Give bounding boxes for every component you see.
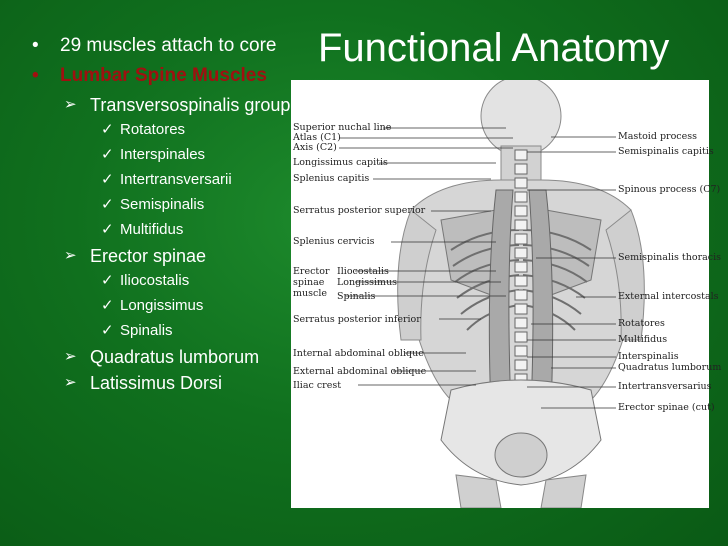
check-icon: ✓ — [101, 171, 114, 188]
label-mastoid-process: Mastoid process — [618, 131, 697, 142]
anatomy-figure: Superior nuchal line Atlas (C1) Axis (C2… — [291, 80, 721, 508]
subbullet-text: Latissimus Dorsi — [90, 373, 223, 393]
label-internal-abdominal-oblique: Internal abdominal oblique — [293, 348, 424, 359]
label-muscle: muscle — [293, 288, 327, 299]
label-multifidus: Multifidus — [618, 334, 668, 345]
check-item-semispinalis: ✓ Semispinalis — [28, 195, 293, 214]
check-item-text: Longissimus — [120, 297, 204, 314]
arrow-marker-icon: ➢ — [64, 348, 77, 365]
subbullet-text: Quadratus lumborum — [90, 347, 260, 367]
bullet-text: Lumbar Spine Muscles — [60, 65, 267, 86]
bullet-lumbar-spine-muscles: • Lumbar Spine Muscles — [28, 64, 293, 88]
check-icon: ✓ — [101, 196, 114, 213]
bullet-marker: • — [32, 35, 39, 56]
label-longissimus-capitis: Longissimus capitis — [293, 157, 388, 168]
subbullet-latissimus-dorsi: ➢ Latissimus Dorsi — [28, 372, 293, 394]
check-item-text: Multifidus — [120, 221, 184, 238]
bullet-list: • 29 muscles attach to core • Lumbar Spine… — [28, 34, 293, 398]
check-icon: ✓ — [101, 272, 114, 289]
label-erector: Erector — [293, 266, 330, 277]
check-item-spinalis: ✓ Spinalis — [28, 321, 293, 340]
check-item-rotatores: ✓ Rotatores — [28, 120, 293, 139]
arrow-marker-icon: ➢ — [64, 96, 77, 113]
check-item-iliocostalis: ✓ Iliocostalis — [28, 271, 293, 290]
label-quadratus-lumborum: Quadratus lumborum — [618, 362, 722, 373]
check-icon: ✓ — [101, 121, 114, 138]
label-semispinalis-capitis: Semispinalis capitis — [618, 146, 714, 157]
subbullet-erector-spinae: ➢ Erector spinae — [28, 245, 293, 267]
check-item-text: Intertransversarii — [120, 171, 232, 188]
arrow-marker-icon: ➢ — [64, 374, 77, 391]
label-intertransversarius: Intertransversarius — [618, 381, 712, 392]
subbullet-transversospinalis: ➢ Transversospinalis group — [28, 94, 293, 116]
check-item-text: Iliocostalis — [120, 272, 190, 289]
label-interspinalis: Interspinalis — [618, 351, 679, 362]
subbullet-quadratus-lumborum: ➢ Quadratus lumborum — [28, 346, 293, 368]
check-item-text: Interspinales — [120, 146, 206, 163]
check-item-longissimus: ✓ Longissimus — [28, 296, 293, 315]
label-iliocostalis: Iliocostalis — [337, 266, 389, 277]
label-longissimus: Longissimus — [337, 277, 398, 288]
check-item-text: Semispinalis — [120, 196, 205, 213]
check-icon: ✓ — [101, 146, 114, 163]
check-item-text: Rotatores — [120, 121, 186, 138]
label-serratus-posterior-superior: Serratus posterior superior — [293, 205, 426, 216]
bullet-marker: • — [32, 65, 39, 86]
bullet-muscles-attach: • 29 muscles attach to core — [28, 34, 293, 58]
check-item-intertransversarii: ✓ Intertransversarii — [28, 170, 293, 189]
label-external-intercostals: External intercostals — [618, 291, 719, 302]
arrow-marker-icon: ➢ — [64, 247, 77, 264]
check-icon: ✓ — [101, 297, 114, 314]
label-spinalis: Spinalis — [337, 291, 376, 302]
bullet-text: 29 muscles attach to core — [60, 35, 277, 56]
label-rotatores: Rotatores — [618, 318, 665, 329]
label-erector-spinae-cut: Erector spinae (cut) — [618, 402, 715, 413]
label-superior-nuchal-line: Superior nuchal line — [293, 122, 392, 133]
check-item-text: Spinalis — [120, 322, 173, 339]
label-semispinalis-thoracis: Semispinalis thoracis — [618, 252, 722, 263]
subbullet-text: Erector spinae — [90, 246, 207, 266]
slide-title: Functional Anatomy — [318, 26, 670, 70]
check-item-interspinales: ✓ Interspinales — [28, 145, 293, 164]
check-item-multifidus: ✓ Multifidus — [28, 220, 293, 239]
label-splenius-capitis: Splenius capitis — [293, 173, 370, 184]
check-icon: ✓ — [101, 221, 114, 238]
label-spinous-process: Spinous process (C7) — [618, 184, 721, 195]
label-atlas: Atlas (C1) — [293, 132, 341, 143]
label-external-abdominal-oblique: External abdominal oblique — [293, 366, 427, 377]
label-axis: Axis (C2) — [293, 142, 337, 153]
label-spinae: spinae — [293, 277, 325, 288]
subbullet-text: Transversospinalis group — [90, 95, 291, 115]
label-iliac-crest: Iliac crest — [293, 380, 342, 391]
back-muscles-illustration — [339, 80, 645, 508]
label-serratus-posterior-inferior: Serratus posterior inferior — [293, 314, 421, 325]
label-splenius-cervicis: Splenius cervicis — [293, 236, 375, 247]
check-icon: ✓ — [101, 322, 114, 339]
